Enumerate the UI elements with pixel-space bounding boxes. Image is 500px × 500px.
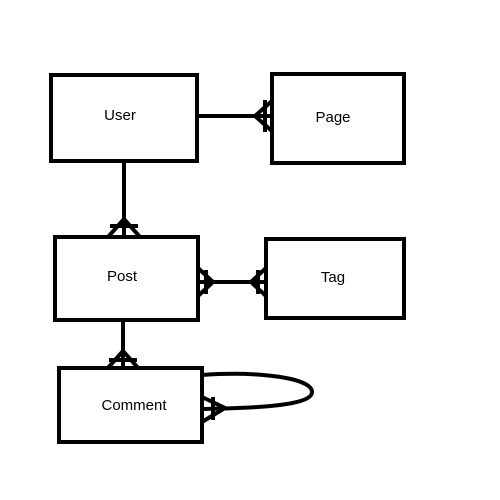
crows-foot-icon bbox=[248, 266, 268, 298]
crows-foot-icon bbox=[200, 395, 230, 424]
entity-comment: Comment bbox=[57, 366, 204, 444]
crows-foot-icon bbox=[196, 266, 216, 298]
crows-foot-icon bbox=[105, 347, 141, 371]
entity-box bbox=[57, 366, 204, 444]
crows-foot-icon bbox=[106, 215, 142, 239]
relationship-post-tag bbox=[196, 266, 268, 298]
self-loop-line bbox=[201, 371, 315, 411]
entity-box bbox=[270, 72, 406, 165]
entity-user: User bbox=[49, 73, 199, 163]
entity-page: Page bbox=[270, 72, 406, 165]
entity-box bbox=[264, 237, 406, 320]
entity-tag: Tag bbox=[264, 237, 406, 320]
entity-box bbox=[49, 73, 199, 163]
relationship-user-post bbox=[106, 162, 142, 239]
relationship-post-comment bbox=[105, 320, 141, 371]
relationship-comment-self bbox=[200, 371, 315, 424]
entity-label: Page bbox=[315, 109, 350, 126]
entity-label: User bbox=[104, 107, 136, 124]
entity-label: Comment bbox=[101, 397, 167, 414]
relationship-user-page bbox=[197, 98, 275, 134]
entity-post: Post bbox=[53, 235, 200, 322]
entity-label: Post bbox=[107, 268, 138, 285]
entity-box bbox=[53, 235, 200, 322]
entity-label: Tag bbox=[321, 269, 345, 286]
